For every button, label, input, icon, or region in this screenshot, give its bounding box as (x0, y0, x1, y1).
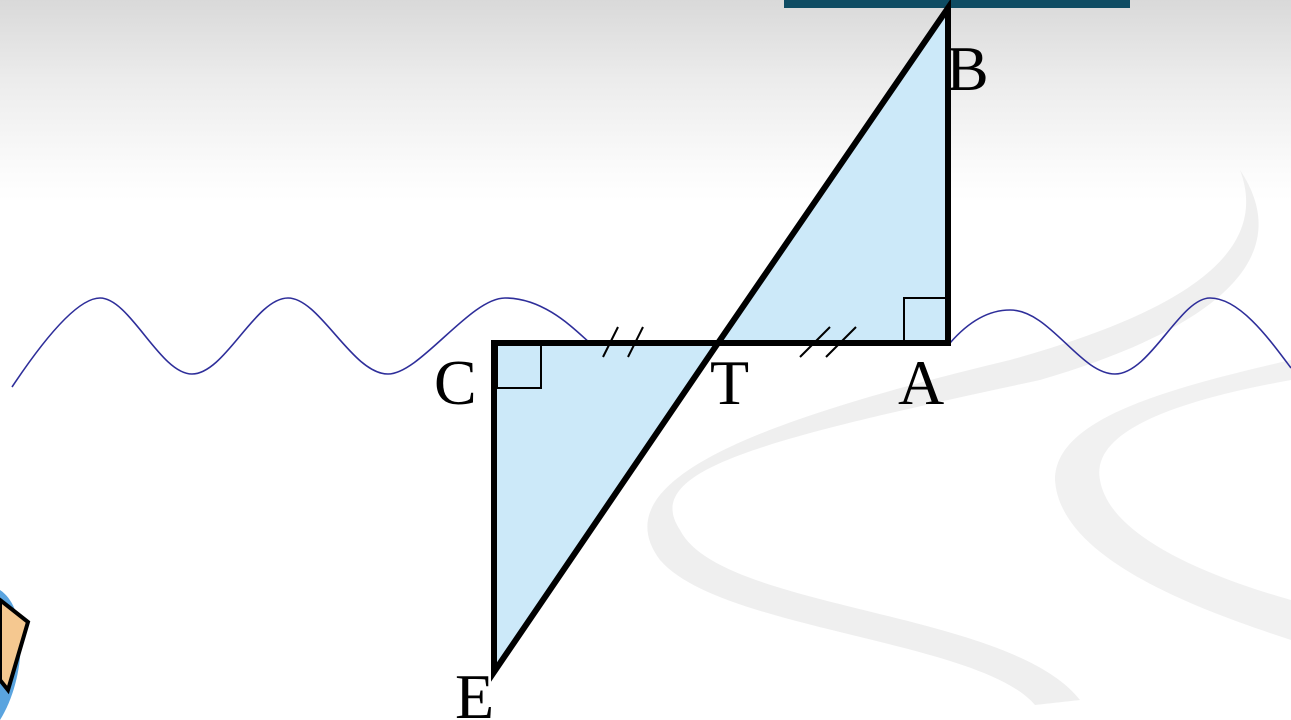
triangle-tab (712, 0, 951, 346)
river-line (11, 297, 1291, 388)
vertex-label-a: A (898, 347, 944, 418)
tick-marks-ct (602, 326, 644, 358)
vertex-label-b: B (946, 33, 989, 104)
vertex-label-t: T (710, 347, 749, 418)
triangle-cte (491, 340, 724, 682)
vertex-label-e: E (455, 661, 494, 720)
background-swirl (647, 170, 1291, 705)
clipart-figure (0, 590, 31, 720)
tick-marks-ta (799, 326, 857, 358)
right-angle-mark-c (496, 344, 542, 389)
top-accent-bar (784, 0, 1130, 8)
right-angle-mark-a (903, 297, 949, 344)
vertex-label-c: C (434, 347, 477, 418)
